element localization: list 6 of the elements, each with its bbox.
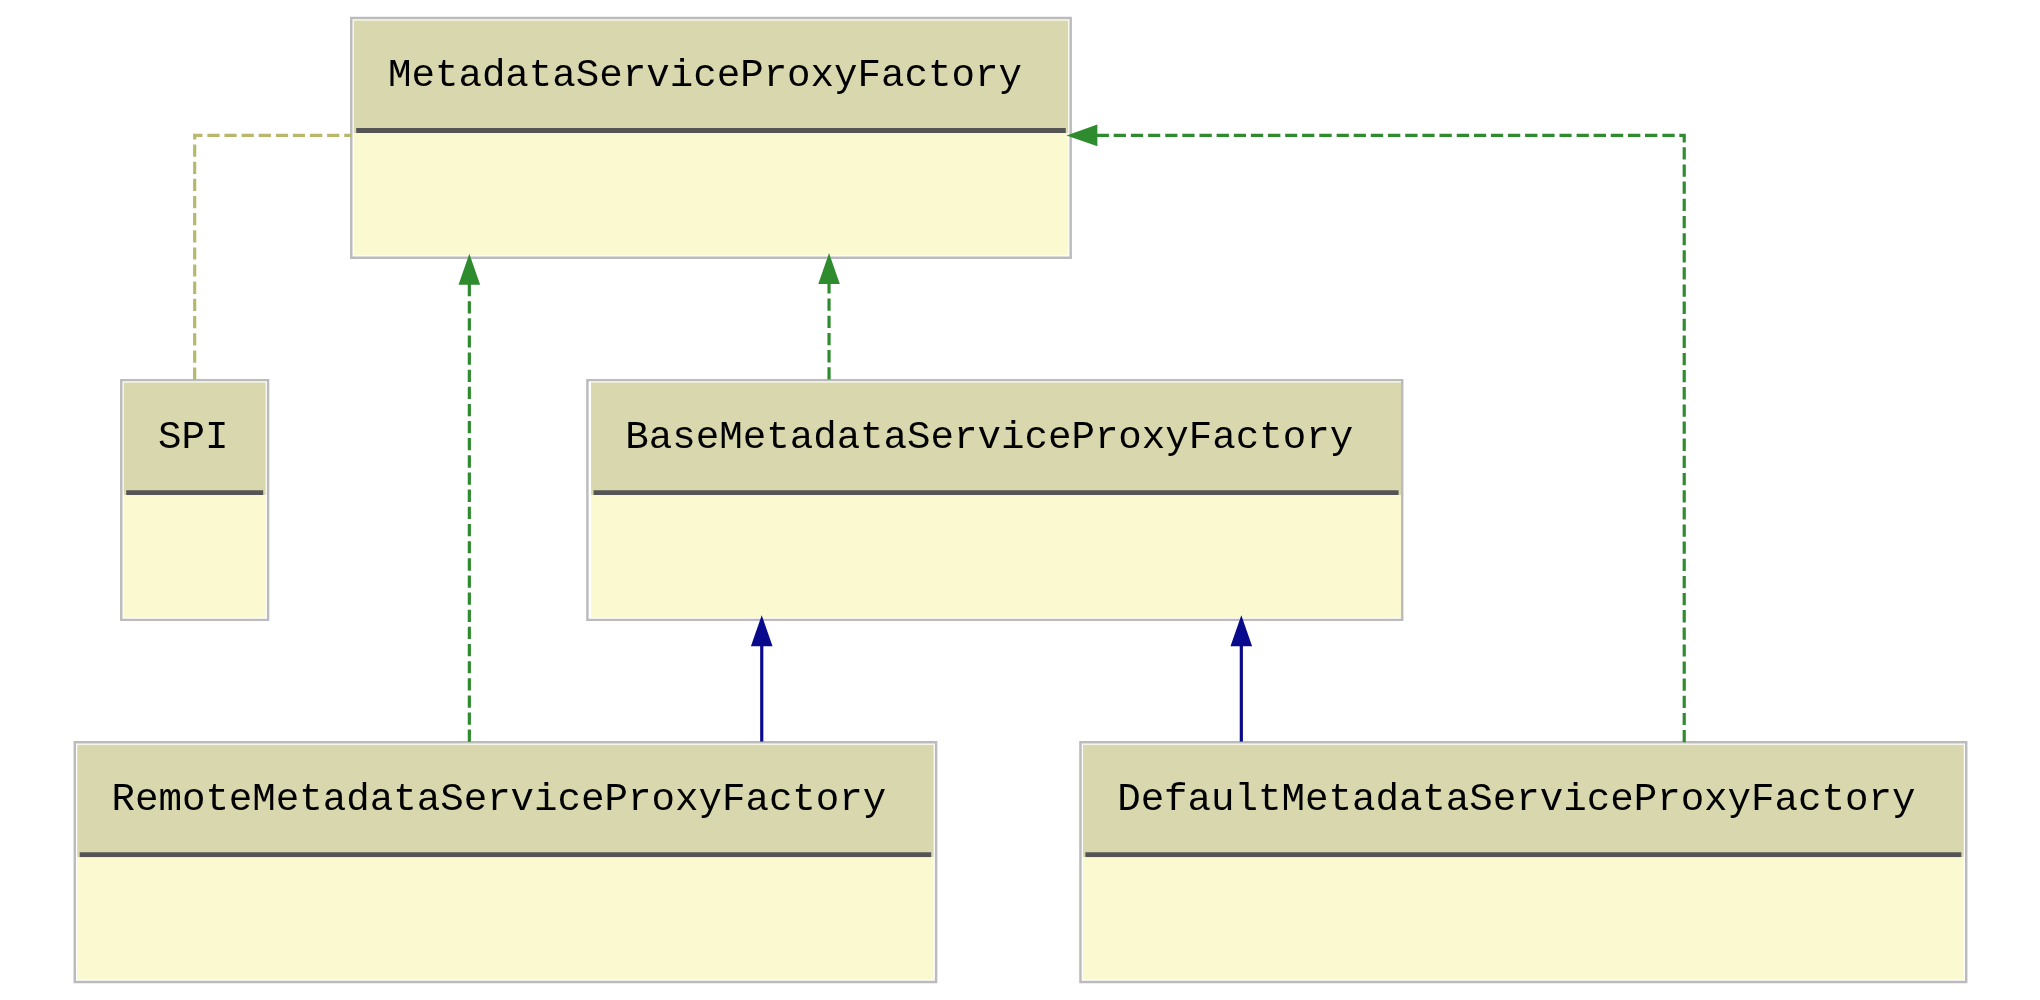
connector [192, 133, 351, 380]
arrow [1230, 615, 1252, 742]
arrow [750, 615, 773, 742]
arrow [817, 253, 840, 380]
arrow [1066, 124, 1686, 743]
arrow [458, 253, 480, 742]
